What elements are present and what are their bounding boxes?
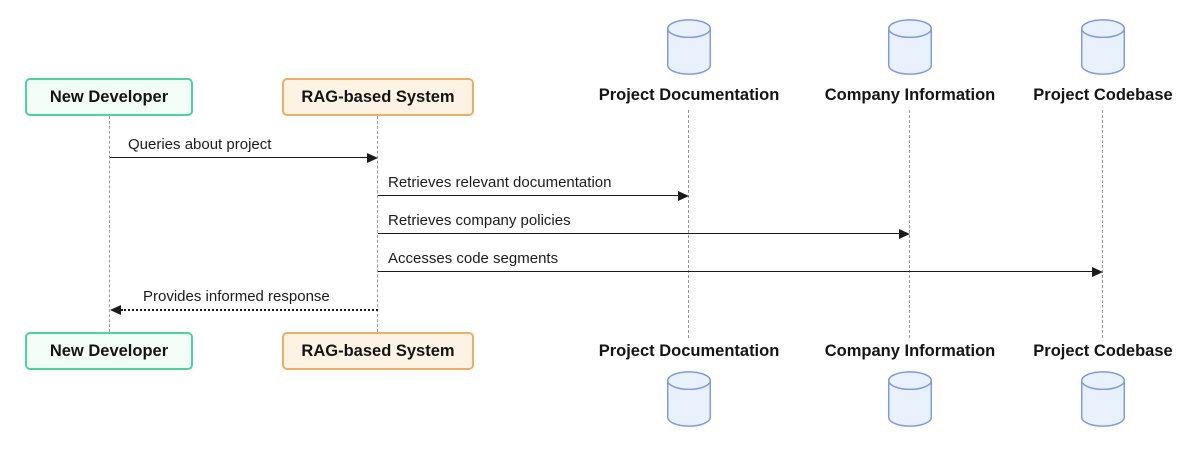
database-icon	[667, 371, 711, 427]
participant-project-documentation-bottom: Project Documentation	[598, 342, 780, 360]
participant-project-codebase-bottom: Project Codebase	[1033, 342, 1173, 360]
message-line	[378, 271, 1092, 272]
database-icon	[888, 19, 932, 75]
arrowhead-right-icon	[899, 229, 910, 239]
message-line	[110, 157, 367, 158]
message-label: Queries about project	[128, 136, 272, 153]
participant-rag-based-system-bottom: RAG-based System	[282, 332, 474, 370]
database-icon	[888, 371, 932, 427]
arrowhead-right-icon	[678, 191, 689, 201]
arrowhead-right-icon	[367, 153, 378, 163]
lifeline-rag-based-system	[377, 116, 378, 332]
participant-label: New Developer	[49, 87, 169, 106]
participant-project-codebase-top: Project Codebase	[1033, 86, 1173, 104]
participant-new-developer-top: New Developer	[25, 78, 193, 116]
database-icon	[1081, 371, 1125, 427]
message-label: Accesses code segments	[388, 250, 559, 267]
database-icon	[667, 19, 711, 75]
participant-label: RAG-based System	[301, 341, 455, 360]
lifeline-project-documentation	[688, 110, 689, 338]
message-label: Retrieves company policies	[388, 212, 571, 229]
message-line	[378, 195, 678, 196]
lifeline-new-developer	[109, 116, 110, 332]
participant-rag-based-system-top: RAG-based System	[282, 78, 474, 116]
database-icon	[1081, 19, 1125, 75]
participant-label: RAG-based System	[301, 87, 455, 106]
arrowhead-left-icon	[110, 305, 121, 315]
message-line-dotted	[121, 309, 378, 311]
lifeline-company-information	[909, 110, 910, 338]
message-label: Retrieves relevant documentation	[388, 174, 612, 191]
message-line	[378, 233, 899, 234]
participant-company-information-top: Company Information	[824, 86, 996, 104]
participant-project-documentation-top: Project Documentation	[598, 86, 780, 104]
participant-label: New Developer	[49, 341, 169, 360]
participant-company-information-bottom: Company Information	[824, 342, 996, 360]
message-label: Provides informed response	[143, 288, 330, 305]
arrowhead-right-icon	[1092, 267, 1103, 277]
participant-new-developer-bottom: New Developer	[25, 332, 193, 370]
lifeline-project-codebase	[1102, 110, 1103, 338]
